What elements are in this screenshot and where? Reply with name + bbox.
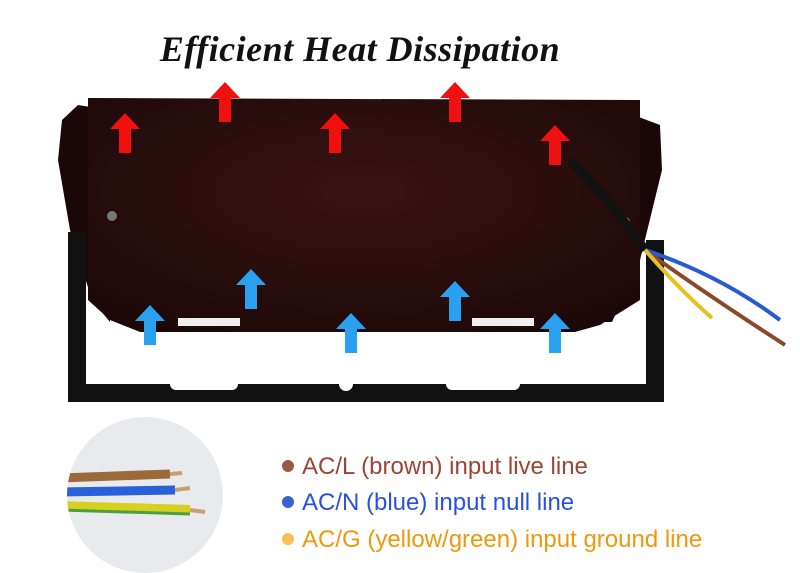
legend-label: AC/G (yellow/green) input ground line (302, 526, 703, 553)
bracket-slot (446, 377, 520, 390)
yellow-dot-icon (282, 532, 294, 545)
panel-slot (178, 318, 240, 326)
wire-blue (644, 248, 782, 322)
legend-item-ground: AC/G (yellow/green) input ground line (282, 528, 702, 552)
page-title: Efficient Heat Dissipation (159, 29, 561, 69)
bracket-hole (339, 377, 353, 391)
cable (566, 156, 649, 253)
legend-label: AC/N (blue) input null line (302, 489, 575, 516)
screw (107, 211, 117, 221)
legend-label: AC/L (brown) input live line (302, 453, 588, 480)
wire-photo (67, 417, 223, 573)
wire-brown (643, 248, 787, 347)
legend-item-live: AC/L (brown) input live line (282, 455, 588, 479)
panel-slot (472, 318, 534, 326)
bracket-slot (170, 377, 238, 390)
blue-dot-icon (282, 495, 294, 508)
legend-item-null: AC/N (blue) input null line (282, 491, 574, 515)
wire-yellow (643, 248, 714, 320)
brown-dot-icon (282, 459, 294, 472)
mounting-bracket (68, 232, 664, 402)
heat-sink-panel (88, 98, 640, 332)
